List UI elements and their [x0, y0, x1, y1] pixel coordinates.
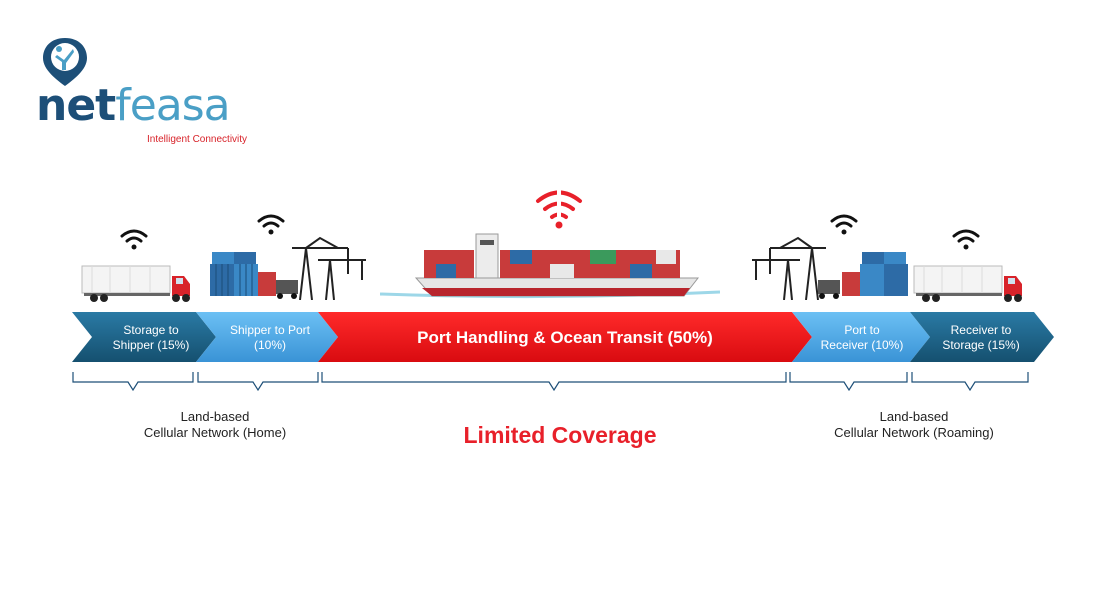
stage-chevron-bar — [72, 312, 1054, 362]
roaming-network-label: Land-based Cellular Network (Roaming) — [834, 409, 994, 440]
truck-icon — [913, 265, 1022, 302]
stage-3-label: Port Handling & Ocean Transit (50%) — [417, 328, 713, 347]
logo-feasa: feasa — [115, 80, 230, 131]
container-ship-icon — [380, 233, 720, 299]
stage-2-label: Shipper to Port(10%) — [229, 323, 311, 352]
brace-3 — [321, 372, 787, 392]
wifi-icon — [830, 214, 858, 235]
logo-pin-icon — [43, 38, 87, 86]
stage-3-chevron — [318, 312, 812, 362]
truck-icon — [81, 265, 190, 302]
brace-5 — [911, 372, 1029, 392]
logo-net: net — [36, 80, 116, 131]
stage-braces — [72, 372, 1029, 392]
logo-wordmark: netfeasa — [36, 84, 231, 128]
limited-coverage-label: Limited Coverage — [463, 422, 657, 448]
home-network-label: Land-based Cellular Network (Home) — [143, 409, 287, 440]
stage-4-chevron — [792, 312, 930, 362]
stage-1-chevron — [72, 312, 216, 362]
container-crane-icon — [210, 236, 366, 300]
brace-4 — [789, 372, 908, 392]
stage-5-chevron — [910, 312, 1054, 362]
wifi-icon — [952, 229, 980, 250]
wifi-icon-red — [536, 190, 582, 229]
logo-tagline: Intelligent Connectivity — [147, 134, 248, 145]
container-crane-icon — [752, 236, 908, 300]
stage-2-chevron — [196, 312, 338, 362]
brace-2 — [197, 372, 319, 392]
brace-1 — [72, 372, 194, 392]
wifi-icon — [257, 214, 285, 235]
wifi-icon — [120, 229, 148, 250]
